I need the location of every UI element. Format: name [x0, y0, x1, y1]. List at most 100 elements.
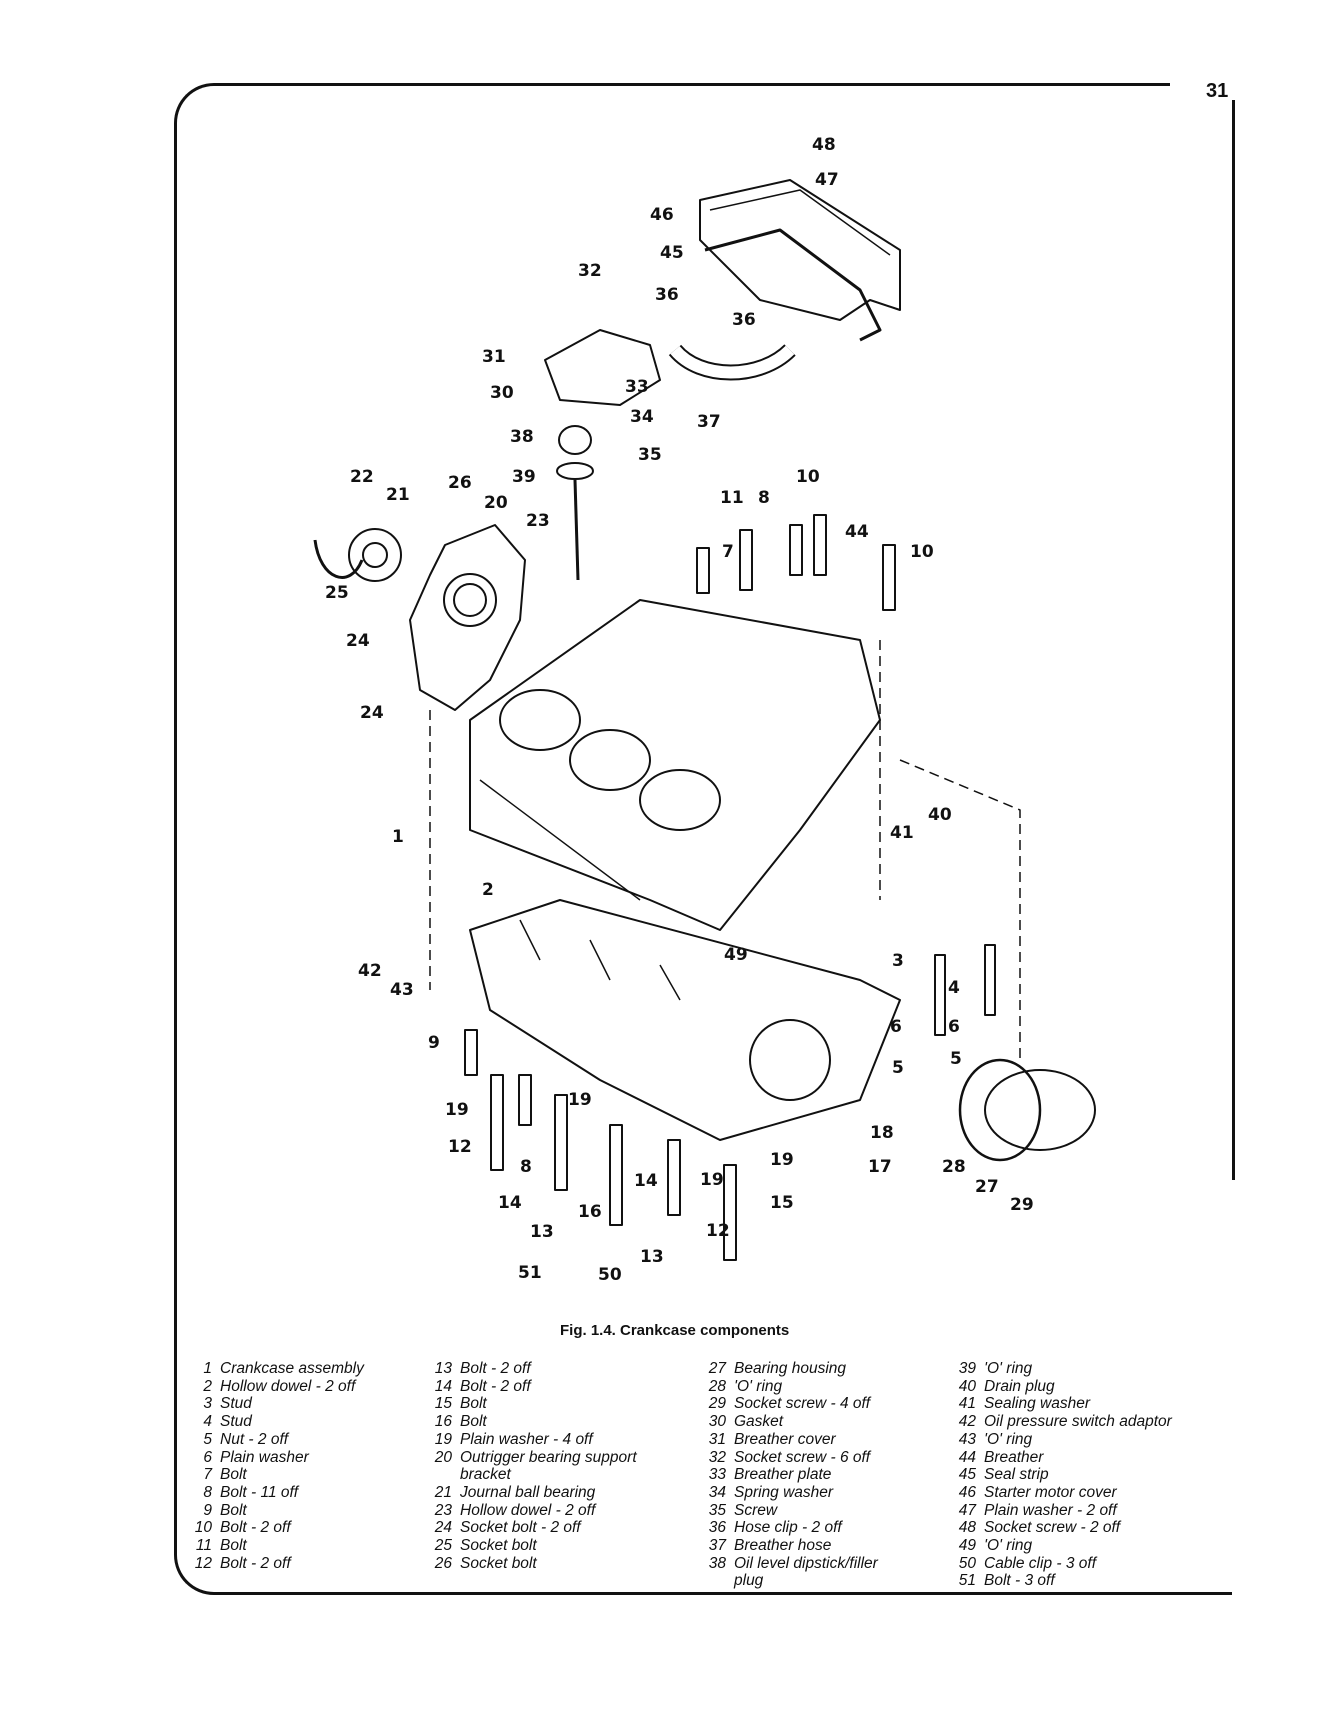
- callout-7: 7: [722, 542, 734, 562]
- callout-17: 17: [868, 1157, 892, 1177]
- callout-19: 19: [445, 1100, 469, 1120]
- legend-item: 49'O' ring: [958, 1537, 1033, 1555]
- bearing-housing: [984, 1069, 1096, 1151]
- callout-19d: 19: [770, 1150, 794, 1170]
- callout-4: 4: [948, 978, 960, 998]
- callout-51: 51: [518, 1263, 542, 1283]
- callout-8: 8: [758, 488, 770, 508]
- callout-20: 20: [484, 493, 508, 513]
- callout-1: 1: [392, 827, 404, 847]
- figure-caption: Fig. 1.4. Crankcase components: [560, 1322, 790, 1339]
- callout-15: 15: [770, 1193, 794, 1213]
- legend-item: 39'O' ring: [958, 1360, 1033, 1377]
- callout-38: 38: [510, 427, 534, 447]
- callout-5b: 5: [950, 1049, 962, 1069]
- o-ring-28: [958, 1058, 1042, 1162]
- callout-18: 18: [870, 1123, 894, 1143]
- callout-47: 47: [815, 170, 839, 190]
- callout-28: 28: [942, 1157, 966, 1177]
- dipstick-cap: [558, 425, 592, 455]
- callout-6: 6: [890, 1017, 902, 1037]
- callout-39: 39: [512, 467, 536, 487]
- callout-21: 21: [386, 485, 410, 505]
- callout-35: 35: [638, 445, 662, 465]
- callout-42: 42: [358, 961, 382, 981]
- legend-item: 43'O' ring: [958, 1430, 1033, 1448]
- callout-5: 5: [892, 1058, 904, 1078]
- seal-strip: [704, 228, 882, 342]
- callout-43: 43: [390, 980, 414, 1000]
- upper-crankcase: [469, 599, 881, 931]
- callout-22: 22: [350, 467, 374, 487]
- callout-19c: 19: [700, 1170, 724, 1190]
- legend-item: plug: [734, 1572, 764, 1590]
- callout-19b: 19: [568, 1090, 592, 1110]
- callout-41: 41: [890, 823, 914, 843]
- callout-13: 13: [530, 1222, 554, 1242]
- callout-36: 36: [655, 285, 679, 305]
- callout-33: 33: [625, 377, 649, 397]
- callout-34: 34: [630, 407, 654, 427]
- starter-motor-cover: [699, 179, 901, 321]
- callout-6b: 6: [948, 1017, 960, 1037]
- callout-40: 40: [928, 805, 952, 825]
- callout-13b: 13: [640, 1247, 664, 1267]
- callout-49: 49: [724, 945, 748, 965]
- callout-16: 16: [578, 1202, 602, 1222]
- callout-46: 46: [650, 205, 674, 225]
- callout-12b: 12: [706, 1221, 730, 1241]
- callout-14: 14: [498, 1193, 522, 1213]
- outrigger-bracket: [409, 524, 526, 711]
- lower-crankcase: [469, 899, 901, 1141]
- callout-9: 9: [428, 1033, 440, 1053]
- callout-10b: 10: [910, 542, 934, 562]
- callout-45: 45: [660, 243, 684, 263]
- callout-12: 12: [448, 1137, 472, 1157]
- callout-27: 27: [975, 1177, 999, 1197]
- callout-3: 3: [892, 951, 904, 971]
- callout-31: 31: [482, 347, 506, 367]
- callout-48: 48: [812, 135, 836, 155]
- callout-30: 30: [490, 383, 514, 403]
- callout-26: 26: [448, 473, 472, 493]
- callout-2: 2: [482, 880, 494, 900]
- journal-bearing: [348, 528, 402, 582]
